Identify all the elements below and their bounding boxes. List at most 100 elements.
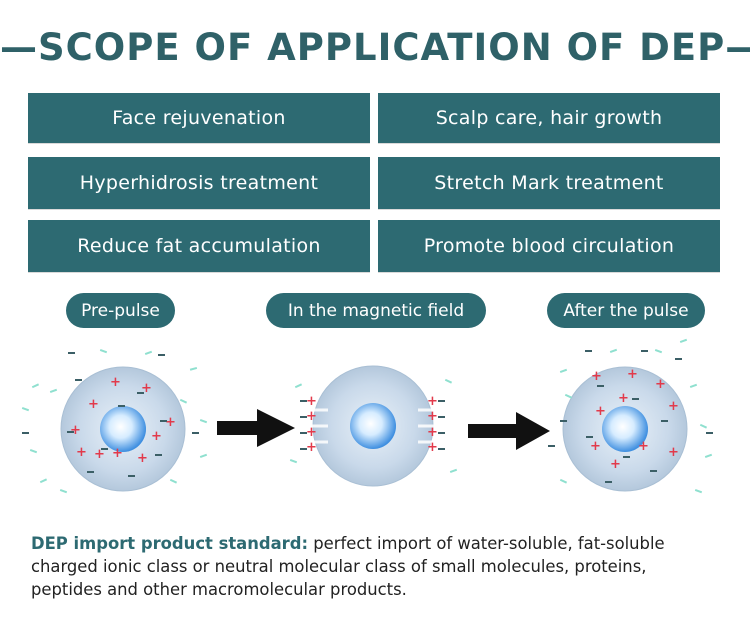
ion-particle-icon [144,350,153,355]
cell-nucleus [350,403,396,449]
negative-ion-icon [158,354,165,356]
ion-particle-icon [449,468,458,473]
negative-ion-icon [438,400,445,402]
positive-ion-icon: + [112,446,123,461]
cell-nucleus [100,406,146,452]
positive-ion-icon: + [306,394,317,409]
cell-pre-pulse [60,366,186,492]
positive-ion-icon: + [610,457,621,472]
negative-ion-icon [128,475,135,477]
negative-ion-icon [137,392,144,394]
positive-ion-icon: + [70,423,81,438]
ion-particle-icon [31,383,40,389]
positive-ion-icon: + [306,425,317,440]
footer-description: DEP import product standard: perfect imp… [31,532,721,601]
membrane-pores [312,408,434,444]
negative-ion-icon [118,405,125,407]
positive-ion-icon: + [618,391,629,406]
positive-ion-icon: + [165,415,176,430]
positive-ion-icon: + [88,397,99,412]
ion-particle-icon [21,407,30,412]
negative-ion-icon [641,350,648,352]
application-blood-circulation: Promote blood circulation [378,220,720,272]
ion-particle-icon [39,478,48,484]
negative-ion-icon [661,420,668,422]
cell-nucleus [602,406,648,452]
ion-particle-icon [294,383,303,389]
ion-particle-icon [679,338,688,343]
ion-particle-icon [29,449,38,454]
ion-particle-icon [559,478,568,484]
ion-particle-icon [689,383,698,388]
negative-ion-icon [438,432,445,434]
negative-ion-icon [597,385,604,387]
footer-text: perfect import of water-soluble, fat-sol… [31,534,665,599]
ion-particle-icon [179,398,188,404]
positive-ion-icon: + [668,445,679,460]
negative-ion-icon [300,432,307,434]
footer-lead: DEP import product standard: [31,534,309,553]
cell-after-pulse [562,366,688,492]
negative-ion-icon [548,445,555,447]
positive-ion-icon: + [590,439,601,454]
positive-ion-icon: + [427,394,438,409]
negative-ion-icon [438,416,445,418]
ion-particle-icon [169,478,178,484]
positive-ion-icon: + [137,451,148,466]
application-face-rejuvenation: Face rejuvenation [28,93,370,143]
negative-ion-icon [706,432,713,434]
negative-ion-icon [650,470,657,472]
positive-ion-icon: + [627,367,638,382]
ion-particle-icon [444,378,453,384]
charged-ions: ++++++++++++++++++++++++++++ [21,338,713,494]
ion-particle-icon [559,368,568,373]
negative-ion-icon [586,436,593,438]
negative-ion-icon [87,471,94,473]
negative-ion-icon [22,432,29,434]
positive-ion-icon: + [94,447,105,462]
negative-ion-icon [67,431,74,433]
ion-particle-icon [189,366,198,371]
ion-particle-icon [654,349,663,354]
positive-ion-icon: + [76,445,87,460]
positive-ion-icon: + [306,409,317,424]
positive-ion-icon: + [427,425,438,440]
ion-particle-icon [704,453,713,458]
negative-ion-icon [75,379,82,381]
negative-ion-icon [605,481,612,483]
positive-ion-icon: + [638,439,649,454]
negative-ion-icon [300,416,307,418]
positive-ion-icon: + [655,377,666,392]
negative-ion-icon [560,420,567,422]
negative-ion-icon [155,454,162,456]
positive-ion-icon: + [427,409,438,424]
positive-ion-icon: + [141,381,152,396]
negative-ion-icon [160,420,167,422]
negative-ion-icon [68,352,75,354]
ion-particle-icon [49,388,58,393]
positive-ion-icon: + [110,375,121,390]
page-title: —SCOPE OF APPLICATION OF DEP— [0,26,750,69]
application-reduce-fat: Reduce fat accumulation [28,220,370,272]
negative-ion-icon [632,398,639,400]
positive-ion-icon: + [151,429,162,444]
ion-particle-icon [564,393,573,399]
ion-particle-icon [694,489,703,494]
arrow-icon [217,409,295,447]
arrow-icon [468,412,550,450]
application-stretch-mark: Stretch Mark treatment [378,157,720,209]
ion-particle-icon [199,453,208,458]
positive-ion-icon: + [591,369,602,384]
negative-ion-icon [623,456,630,458]
application-scalp-care: Scalp care, hair growth [378,93,720,143]
positive-ion-icon: + [306,440,317,455]
positive-ion-icon: + [668,399,679,414]
ion-particle-icon [699,423,708,429]
ion-particle-icon [199,419,208,424]
positive-ion-icon: + [427,440,438,455]
application-hyperhidrosis: Hyperhidrosis treatment [28,157,370,209]
negative-ion-icon [585,350,592,352]
negative-ion-icon [300,448,307,450]
ion-particle-icon [99,349,108,354]
negative-ion-icon [192,432,199,434]
